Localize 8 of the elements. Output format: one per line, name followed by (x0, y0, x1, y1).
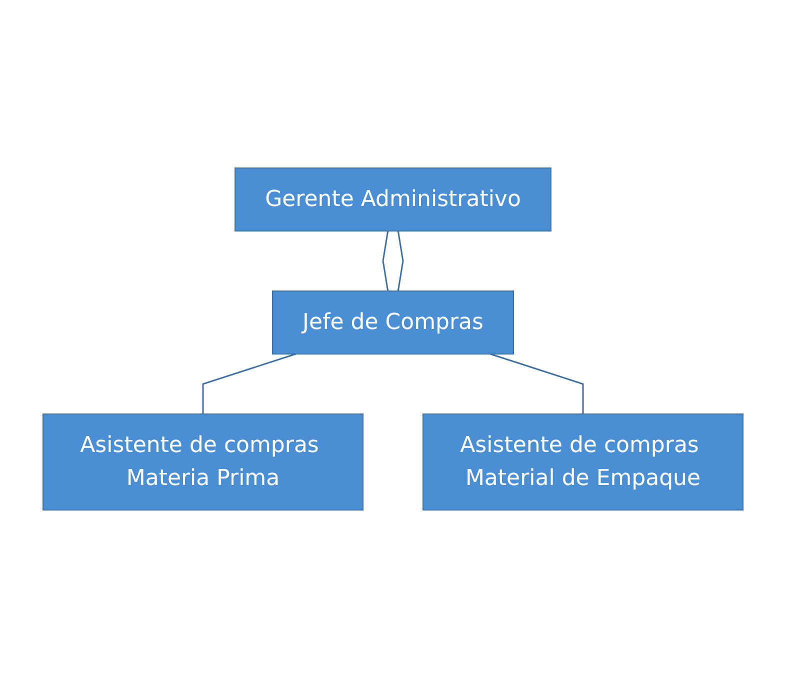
connector (202, 353, 296, 414)
connector (382, 230, 389, 292)
connector (397, 230, 404, 292)
node-box: Asistente de compras Material de Empaque (422, 414, 744, 510)
connector (490, 353, 584, 414)
node-box: Asistente de compras Materia Prima (42, 414, 364, 510)
node-box: Gerente Administrativo (234, 168, 552, 232)
node-box: Jefe de Compras (272, 290, 514, 354)
